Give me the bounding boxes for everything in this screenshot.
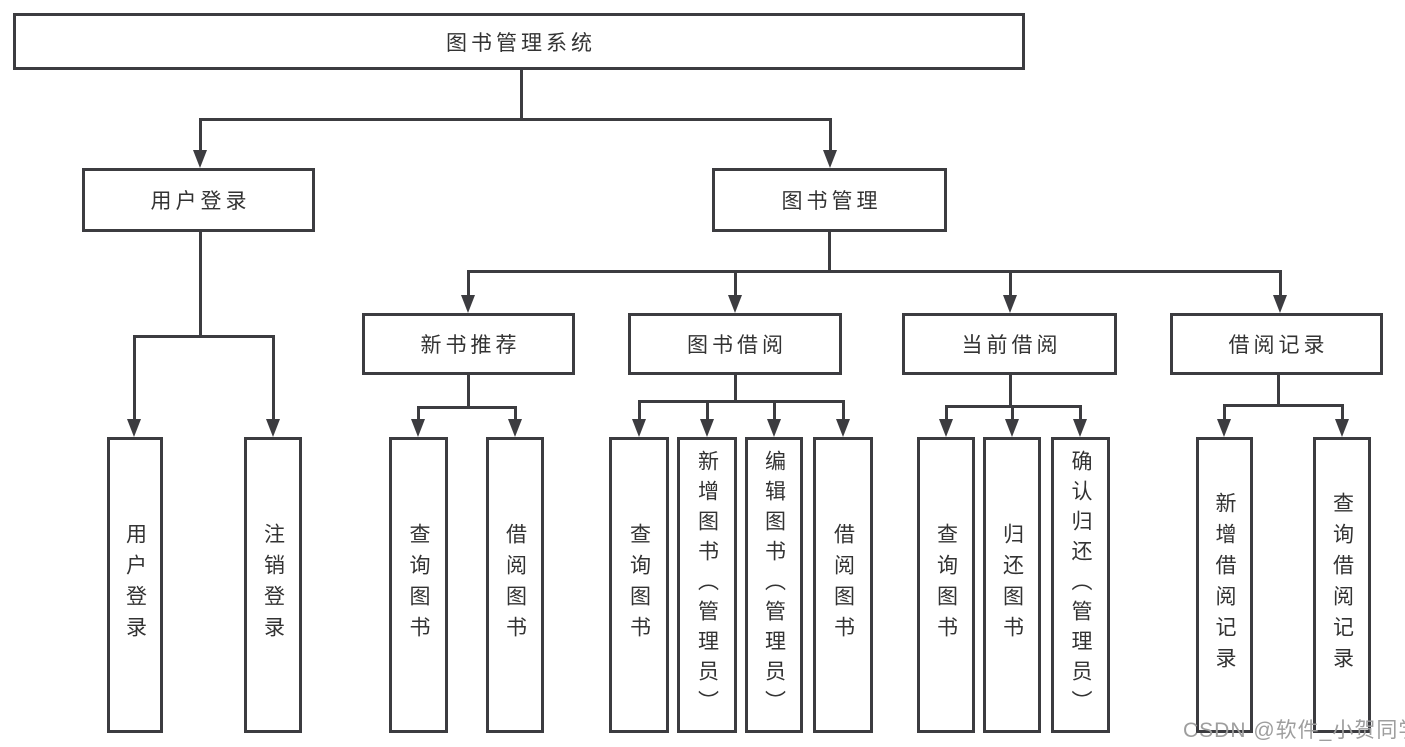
connector-stem xyxy=(1011,405,1014,419)
node-label: 注销登录 xyxy=(261,523,285,647)
connector-new-book-crossbar xyxy=(417,406,516,409)
connector-stem-book-management xyxy=(829,118,832,152)
arrow-down-icon xyxy=(632,419,646,437)
node-leaf-edit-books-admin: 编辑图书（管理员） xyxy=(745,437,803,733)
connector-stem xyxy=(638,400,641,419)
arrow-down-icon xyxy=(461,295,475,313)
node-leaf-return-books: 归还图书 xyxy=(983,437,1041,733)
connector-stem xyxy=(1223,404,1226,419)
arrow-down-icon xyxy=(411,419,425,437)
connector-stem-logout xyxy=(272,335,275,419)
arrow-down-icon xyxy=(836,419,850,437)
connector-stem-user-login xyxy=(199,118,202,152)
connector-book-borrow-crossbar xyxy=(638,400,845,403)
node-book-management: 图书管理 xyxy=(712,168,947,232)
arrow-down-icon xyxy=(1217,419,1231,437)
node-root-library-management-system: 图书管理系统 xyxy=(13,13,1025,70)
node-leaf-confirm-return-admin: 确认归还（管理员） xyxy=(1051,437,1110,733)
connector-book-management-trunk xyxy=(828,231,831,271)
node-label: 用户登录 xyxy=(123,523,147,647)
arrow-down-icon xyxy=(1335,419,1349,437)
connector-stem xyxy=(1079,405,1082,419)
connector-user-login-trunk xyxy=(199,231,202,336)
connector-root-trunk xyxy=(520,68,523,119)
node-leaf-query-books-recommend: 查询图书 xyxy=(389,437,448,733)
arrow-down-icon xyxy=(508,419,522,437)
connector-stem xyxy=(706,400,709,419)
arrow-down-icon xyxy=(266,419,280,437)
connector-stem xyxy=(1341,404,1344,419)
connector-stem xyxy=(773,400,776,419)
node-label: 新书推荐 xyxy=(420,334,521,357)
connector-new-book-trunk xyxy=(467,374,470,408)
node-leaf-add-borrow-record: 新增借阅记录 xyxy=(1196,437,1253,733)
csdn-watermark: CSDN @软件_小贺同学 xyxy=(1183,719,1405,742)
arrow-down-icon xyxy=(127,419,141,437)
node-leaf-query-books: 查询图书 xyxy=(609,437,669,733)
node-leaf-query-books-current: 查询图书 xyxy=(917,437,975,733)
connector-borrow-records-trunk xyxy=(1277,374,1280,406)
node-borrow-records: 借阅记录 xyxy=(1170,313,1383,375)
node-leaf-query-borrow-record: 查询借阅记录 xyxy=(1313,437,1371,733)
node-label: 查询图书 xyxy=(627,523,651,647)
arrow-down-icon xyxy=(193,150,207,168)
node-label: 用户登录 xyxy=(150,190,251,213)
connector-stem xyxy=(417,406,420,419)
connector-book-borrow-trunk xyxy=(734,374,737,402)
node-leaf-borrow-books-recommend: 借阅图书 xyxy=(486,437,544,733)
connector-level3-crossbar xyxy=(467,270,1281,273)
node-book-borrow: 图书借阅 xyxy=(628,313,842,375)
node-label: 新增图书（管理员） xyxy=(695,450,719,720)
connector-stem-new-book xyxy=(467,270,470,295)
node-leaf-borrow-books: 借阅图书 xyxy=(813,437,873,733)
connector-borrow-records-crossbar xyxy=(1223,404,1343,407)
arrow-down-icon xyxy=(728,295,742,313)
arrow-down-icon xyxy=(700,419,714,437)
node-label: 借阅记录 xyxy=(1228,334,1329,357)
node-label: 归还图书 xyxy=(1000,523,1024,647)
arrow-down-icon xyxy=(1003,295,1017,313)
connector-stem xyxy=(514,406,517,419)
node-label: 确认归还（管理员） xyxy=(1069,450,1092,720)
connector-current-borrow-trunk xyxy=(1009,374,1012,407)
arrow-down-icon xyxy=(823,150,837,168)
node-leaf-logout: 注销登录 xyxy=(244,437,302,733)
connector-stem xyxy=(945,405,948,419)
connector-stem-borrow-records xyxy=(1279,270,1282,295)
connector-level2-crossbar xyxy=(199,118,832,121)
connector-stem-current-borrow xyxy=(1009,270,1012,295)
connector-stem-login xyxy=(133,335,136,419)
connector-user-login-crossbar xyxy=(133,335,274,338)
node-user-login: 用户登录 xyxy=(82,168,315,232)
node-label: 查询图书 xyxy=(407,523,430,647)
node-label: 借阅图书 xyxy=(831,523,855,647)
node-label: 当前借阅 xyxy=(961,334,1062,357)
node-label: 图书管理系统 xyxy=(446,31,596,55)
node-leaf-user-login: 用户登录 xyxy=(107,437,163,733)
node-label: 新增借阅记录 xyxy=(1213,492,1236,678)
node-label: 查询图书 xyxy=(934,523,958,647)
node-label: 查询借阅记录 xyxy=(1330,492,1354,678)
arrow-down-icon xyxy=(1005,419,1019,437)
connector-stem xyxy=(842,400,845,419)
arrow-down-icon xyxy=(1073,419,1087,437)
node-label: 图书管理 xyxy=(781,190,882,213)
node-current-borrow: 当前借阅 xyxy=(902,313,1117,375)
node-label: 借阅图书 xyxy=(503,523,527,647)
node-label: 图书借阅 xyxy=(687,334,787,357)
node-new-book-recommend: 新书推荐 xyxy=(362,313,575,375)
node-label: 编辑图书（管理员） xyxy=(762,450,786,720)
arrow-down-icon xyxy=(1273,295,1287,313)
node-leaf-add-books-admin: 新增图书（管理员） xyxy=(677,437,737,733)
arrow-down-icon xyxy=(767,419,781,437)
connector-stem-book-borrow xyxy=(734,270,737,295)
arrow-down-icon xyxy=(939,419,953,437)
